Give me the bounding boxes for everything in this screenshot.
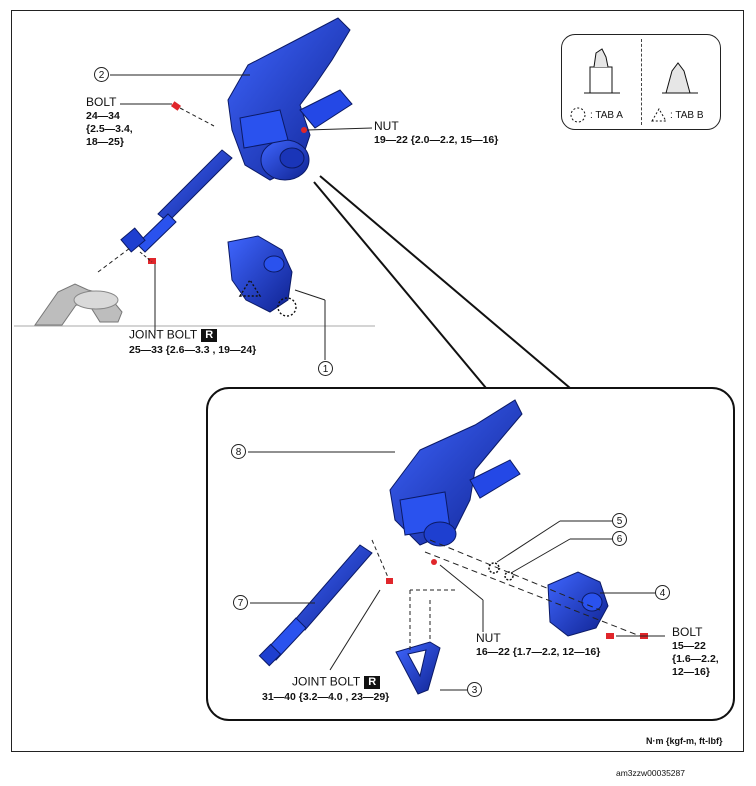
units-note: N·m {kgf-m, ft-lbf}: [646, 736, 723, 746]
callout-3: 3: [467, 682, 482, 697]
joint-bolt-top-name: JOINT BOLT: [129, 327, 198, 342]
replace-badge-top: R: [201, 329, 218, 342]
bolt-top-spec-2: {2.5—3.4,: [86, 123, 133, 135]
steering-lock-detail-shape: [547, 571, 609, 637]
nut-detail-spec: 16—22 {1.7—2.2, 12—16}: [476, 646, 601, 658]
legend-tab-b: : TAB B: [670, 110, 704, 121]
steering-column-upper-shape: [120, 17, 353, 253]
joint-bolt-top-spec: 25—33 {2.6—3.3 , 19—24}: [129, 344, 257, 356]
legend-tab-a: : TAB A: [590, 110, 623, 121]
joint-bolt-detail-mark: [386, 578, 393, 584]
bracket-detail-shape: [395, 641, 441, 695]
replace-badge-detail: R: [364, 676, 381, 689]
diagram-frame: [11, 10, 744, 752]
callout-8: 8: [231, 444, 246, 459]
detail-box: [206, 387, 735, 721]
callout-1: 1: [318, 361, 333, 376]
joint-bolt-detail-spec: 31—40 {3.2—4.0 , 23—29}: [262, 691, 390, 703]
callout-5: 5: [612, 513, 627, 528]
tab-b-marker: [238, 278, 262, 297]
nut-top-spec: 19—22 {2.0—2.2, 15—16}: [374, 134, 499, 146]
figure-code: am3zzw00035287: [616, 768, 685, 778]
steering-lock-shape: [227, 235, 293, 313]
legend-divider: [641, 39, 642, 125]
bolt-top-spec-3: 18—25}: [86, 136, 124, 148]
bolt-detail-spec-3: 12—16}: [672, 666, 710, 678]
intermediate-shaft-detail-shape: [258, 544, 373, 667]
callout-7: 7: [233, 595, 248, 610]
bolt-detail-spec-1: 15—22: [672, 640, 706, 652]
bolt-detail-label: BOLT: [672, 625, 703, 639]
tab-legend: : TAB A : TAB B: [561, 34, 721, 130]
nut-detail-mark: [431, 559, 437, 565]
joint-bolt-top-mark: [148, 258, 156, 264]
tab-a-marker: [277, 297, 297, 317]
joint-bolt-detail-name: JOINT BOLT: [292, 674, 361, 689]
nut-top-mark: [301, 127, 307, 133]
callout-6: 6: [612, 531, 627, 546]
bolt-top-spec-1: 24—34: [86, 110, 120, 122]
callout-4: 4: [655, 585, 670, 600]
bolt-detail-mark-1: [606, 633, 614, 639]
bolt-detail-spec-2: {1.6—2.2,: [672, 653, 719, 665]
nut-top-label: NUT: [374, 119, 399, 133]
steering-column-detail-shape: [389, 399, 523, 547]
nut-detail-label: NUT: [476, 631, 501, 645]
bolt-top-mark: [171, 101, 181, 111]
steering-gear-shape: [34, 283, 123, 326]
bolt-top-label: BOLT: [86, 95, 117, 109]
legend-icons: [570, 48, 698, 123]
callout-2: 2: [94, 67, 109, 82]
